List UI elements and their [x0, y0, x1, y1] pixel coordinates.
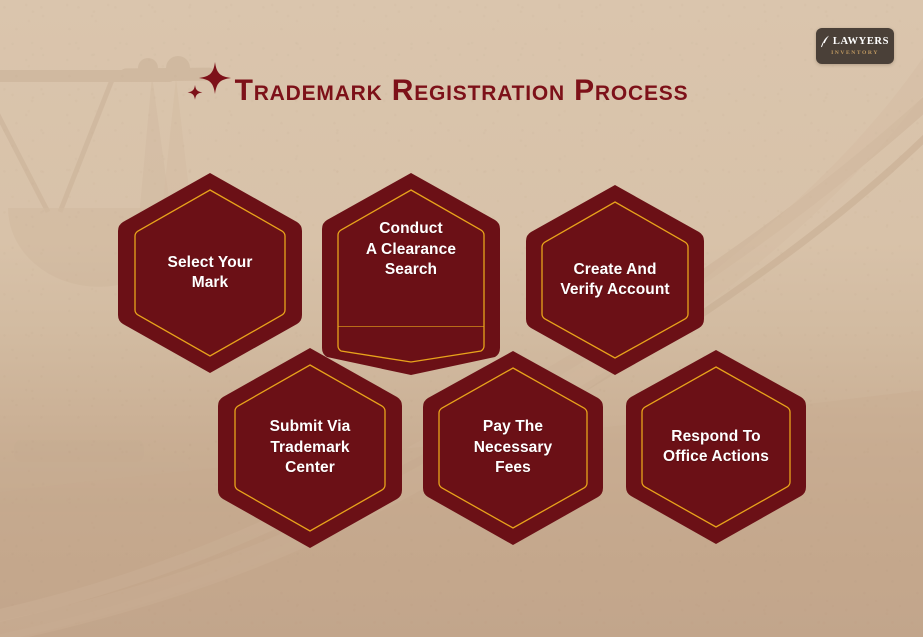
step-label: Create And Verify Account: [560, 260, 670, 298]
step-label: Conduct A Clearance Search: [365, 220, 457, 279]
hexagon-shape: [423, 351, 603, 545]
quill-icon: [821, 36, 829, 48]
step-label: Pay The Necessary Fees: [473, 418, 553, 477]
hexagon-shape: [526, 185, 704, 375]
logo-subtitle: INVENTORY: [831, 49, 879, 56]
hexagon-shape: [118, 173, 302, 373]
step-hexagon-4[interactable]: Submit Via Trademark Center: [215, 345, 405, 551]
step-label: Submit Via Trademark Center: [269, 418, 351, 477]
step-hexagon-3[interactable]: Create And Verify Account: [523, 182, 707, 378]
page-title: Trademark Registration Process: [234, 74, 689, 107]
step-hexagon-2[interactable]: Conduct A Clearance Search: [319, 170, 503, 330]
step-hexagon-5[interactable]: Pay The Necessary Fees: [420, 348, 606, 548]
step-hexagon-1[interactable]: Select Your Mark: [115, 170, 305, 376]
step-hexagon-6[interactable]: Respond To Office Actions: [623, 347, 809, 547]
step-label: Respond To Office Actions: [663, 427, 769, 465]
page-title-wrap: Trademark Registration Process: [0, 76, 923, 106]
logo-primary-row: LAWYERS: [821, 35, 889, 48]
hexagon-shape: [218, 348, 402, 548]
hexagon-shape: [626, 350, 806, 544]
sparkle-icon: [187, 62, 231, 100]
logo-name: LAWYERS: [832, 35, 890, 47]
brand-logo[interactable]: LAWYERS INVENTORY: [816, 28, 894, 64]
step-label: Select Your Mark: [167, 253, 253, 291]
